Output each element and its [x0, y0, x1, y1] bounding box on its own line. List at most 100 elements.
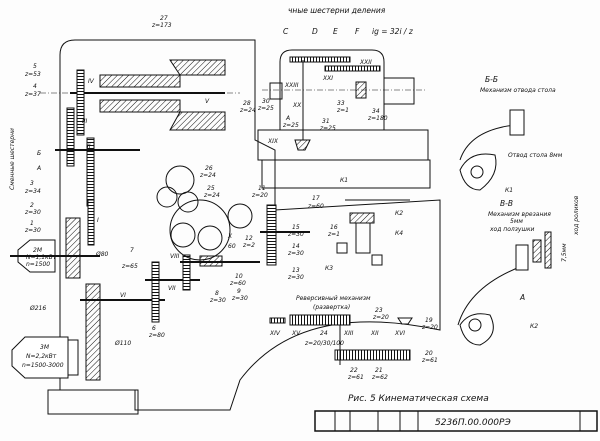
bevel-gear-19: [397, 317, 413, 325]
table-slide: [261, 159, 431, 189]
dividing-head-housing: [279, 49, 385, 131]
gear-label: z=62: [371, 374, 388, 381]
gear-label: 5: [33, 63, 37, 70]
title-block: [314, 410, 598, 432]
gear-4: [66, 107, 75, 167]
feed-column: [355, 222, 371, 254]
cam-K1-hub: [470, 165, 484, 179]
lever-A: [457, 264, 526, 326]
gear-label: z=80: [148, 332, 165, 339]
gear-label: 9: [237, 288, 241, 295]
gear-label: z=30: [231, 295, 248, 302]
motor-label: 2М: [33, 247, 43, 254]
gear-23-circle: [170, 222, 196, 248]
motor-3M: [11, 336, 69, 379]
shaft-label: XXII: [359, 59, 372, 66]
shaft-label: XVI: [394, 330, 405, 337]
gear-label: А: [36, 165, 41, 172]
label-D: D: [312, 27, 318, 36]
worm-VIIIa: [199, 255, 223, 267]
section-vv-subtitle: Механизм врезания: [488, 211, 551, 218]
reverse-gear-21: [334, 349, 411, 361]
gear-XVIII-circle: [227, 203, 253, 229]
belt-pulley-80: [65, 217, 81, 279]
section-vv-stroke: 5мм: [510, 218, 523, 225]
gear-label: 4: [33, 83, 37, 90]
gear-15: [266, 204, 277, 266]
shaft-label: X: [227, 233, 233, 240]
spindle-left-boss: [269, 82, 283, 100]
spindle-housing-bottom: [99, 99, 181, 113]
gear-label: 13: [292, 267, 300, 274]
gear-label: 33: [337, 100, 345, 107]
gear-label: 6: [152, 325, 156, 332]
section-bb-subtitle: Механизм отвода стола: [480, 87, 556, 94]
gear-label: z=30: [24, 227, 41, 234]
shaft-label: XXI: [322, 75, 333, 82]
slider-vv: [515, 244, 529, 271]
gear-label: 20: [425, 350, 433, 357]
cam-label: К2: [530, 323, 538, 330]
gear-26-circle: [177, 191, 199, 213]
section-bb-note: Отвод стола 8мм: [508, 152, 563, 159]
shaft-label: V: [205, 98, 210, 105]
gear-label: 11: [258, 185, 266, 192]
motor-spec: n=1500: [26, 261, 50, 268]
gear-label: z=30: [209, 297, 226, 304]
section-bb-title: Б-Б: [485, 75, 498, 84]
shaft-label: II: [87, 143, 91, 150]
change-gears-title: чные шестерни деления: [288, 6, 386, 15]
gear-label: 28: [243, 100, 251, 107]
gear-label: 25: [207, 185, 215, 192]
gear-label: z=25: [257, 105, 274, 112]
cam-K2-hub: [468, 318, 482, 332]
gear-label: z=20: [251, 192, 268, 199]
shaft-label: XIV: [269, 330, 281, 337]
gear-label: 14: [292, 243, 300, 250]
motor-spec: N=1,1кВт: [26, 254, 57, 261]
gear-label: 8: [215, 290, 219, 297]
gear-24b-circle: [169, 199, 231, 261]
cam-label: К2: [395, 210, 403, 217]
gear-label: z=20: [421, 324, 438, 331]
gear-label: z=60: [229, 280, 246, 287]
worm-33: [355, 81, 367, 99]
label-C: C: [283, 27, 289, 36]
gear-E: [324, 65, 381, 72]
shaft-label: VIII: [170, 253, 180, 260]
gear-label: 16: [330, 224, 338, 231]
pulley-diameter: Ø216: [29, 305, 46, 312]
cam-label: К1: [340, 177, 348, 184]
reverse-gear-XIV: [269, 317, 286, 324]
motor-spec: N=2,2кВт: [26, 353, 57, 360]
gear-label: Б: [37, 150, 41, 157]
gear-label: 7: [130, 247, 134, 254]
label-E: E: [333, 27, 338, 36]
machine-base: [47, 389, 139, 415]
spindle-flange-top: [169, 59, 226, 76]
gear-label: 26: [205, 165, 213, 172]
motor-spec: n=1500-3000: [22, 362, 64, 369]
gear-label: z=25: [282, 122, 299, 129]
gear-label: z=1: [336, 107, 349, 114]
spindle-flange-bottom: [169, 111, 226, 131]
labels: чные шестерни деления C D E F ig = 32i /…: [9, 6, 580, 428]
gear-label: 24: [320, 330, 328, 337]
shaft-label: VI: [120, 292, 126, 299]
gear-label: 3: [30, 180, 34, 187]
reverse-title: Реверсивный механизм: [296, 295, 371, 302]
gear-label: 60: [228, 243, 236, 250]
gear-label: 31: [322, 118, 330, 125]
bevel-gear-31: [294, 139, 311, 151]
spindle-housing-top: [99, 74, 181, 88]
gear-2: [87, 199, 95, 246]
label-F: F: [355, 27, 360, 36]
gear-label: z=30: [287, 231, 304, 238]
gear-K-circle: [156, 186, 178, 208]
gear-label: z=20: [372, 314, 389, 321]
gear-label: 19: [425, 317, 433, 324]
gear-label: 21: [375, 367, 383, 374]
gear-5: [76, 69, 85, 136]
shaft-label: VII: [168, 285, 176, 292]
